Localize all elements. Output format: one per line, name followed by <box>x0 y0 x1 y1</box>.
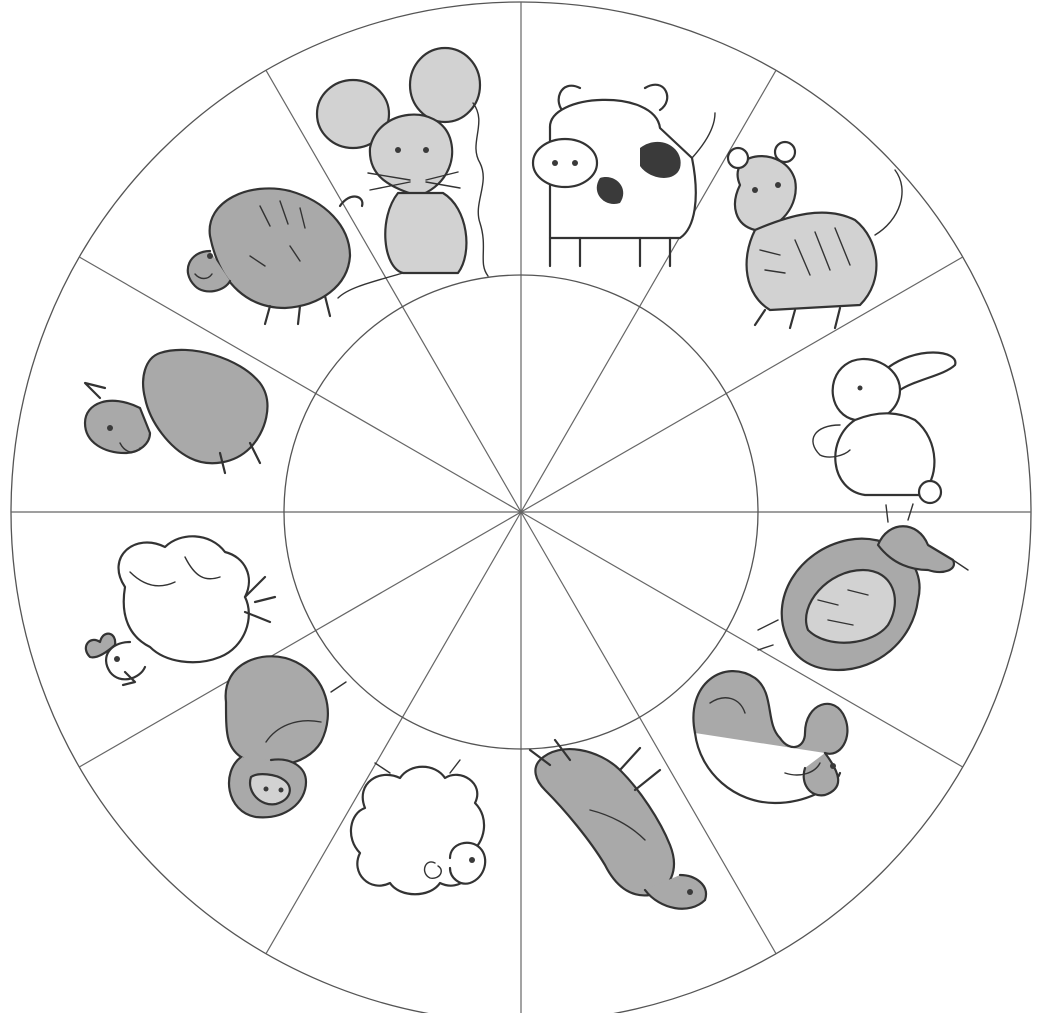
dog-icon <box>85 350 267 473</box>
goat-icon <box>351 760 485 894</box>
wheel-base <box>11 2 1031 1013</box>
dragon-icon <box>758 504 968 670</box>
pig-icon <box>188 188 363 324</box>
spokes <box>11 2 1031 1013</box>
tiger-icon <box>728 142 902 328</box>
monkey-icon <box>226 656 346 817</box>
ox-icon <box>533 85 715 266</box>
snake-icon <box>693 671 847 803</box>
rabbit-icon <box>813 353 955 504</box>
horse-icon <box>530 740 706 909</box>
